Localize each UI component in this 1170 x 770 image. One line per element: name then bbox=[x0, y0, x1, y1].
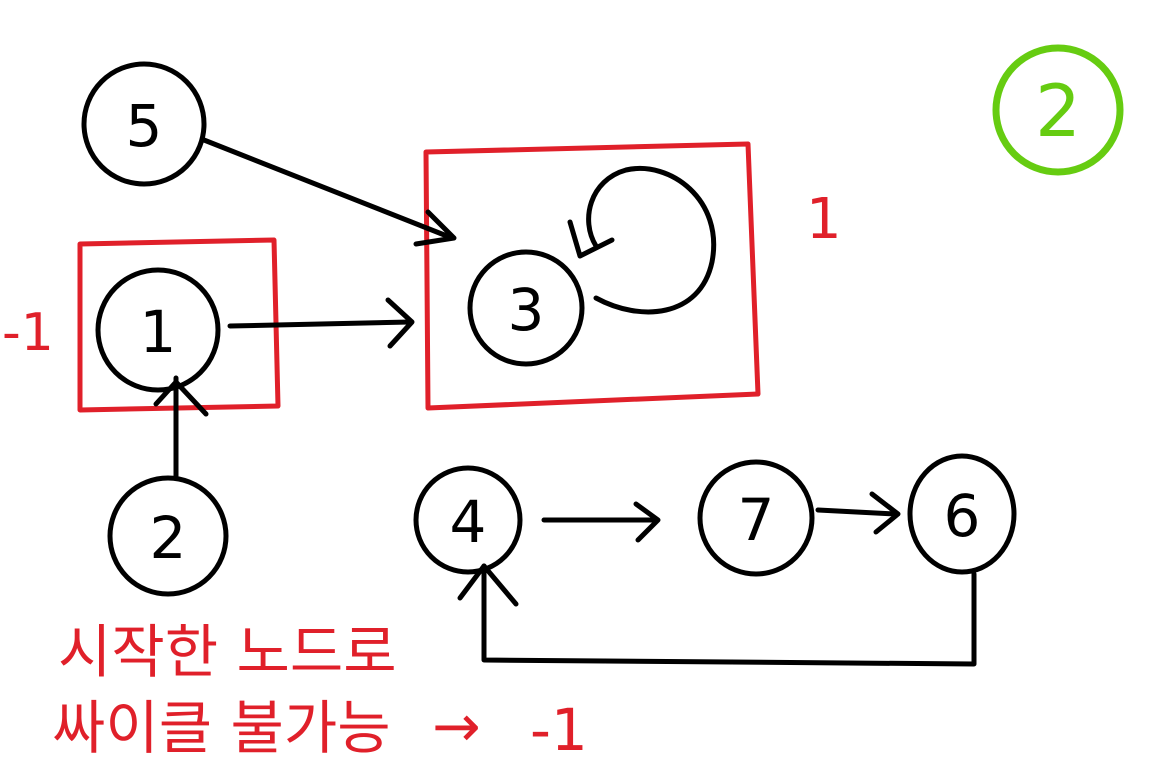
node-5: 5 bbox=[81, 61, 207, 187]
arrowhead-5-to-3 bbox=[413, 209, 457, 247]
node-1-label: 1 bbox=[140, 298, 177, 366]
node-1: 1 bbox=[95, 267, 221, 393]
annotation-left-value: -1 bbox=[2, 303, 54, 363]
node-5-label: 5 bbox=[126, 92, 163, 160]
node-2-label: 2 bbox=[150, 504, 187, 572]
highlight-box-node-1 bbox=[77, 237, 281, 413]
arrowhead-1-to-3 bbox=[385, 297, 415, 349]
badge-label: 2 bbox=[1035, 69, 1081, 153]
node-4-label: 4 bbox=[450, 488, 487, 556]
node-7: 7 bbox=[697, 459, 815, 577]
annotation-note-arrow: → bbox=[432, 692, 481, 760]
badge-green: 2 bbox=[992, 44, 1124, 176]
edge-5-to-3 bbox=[201, 137, 455, 241]
arrowhead-4-to-7 bbox=[633, 501, 661, 543]
edge-7-to-6 bbox=[815, 507, 899, 517]
node-7-label: 7 bbox=[738, 486, 775, 554]
node-3-label: 3 bbox=[508, 276, 545, 344]
arrowhead-3-self-loop bbox=[567, 219, 615, 259]
annotation-right-value: 1 bbox=[806, 187, 842, 252]
highlight-box-node-3 bbox=[423, 141, 761, 411]
edge-3-self-loop bbox=[586, 166, 717, 315]
edge-6-to-4 bbox=[481, 563, 977, 667]
node-6: 6 bbox=[907, 453, 1017, 575]
node-2: 2 bbox=[107, 475, 229, 597]
arrowhead-6-to-4 bbox=[457, 563, 519, 607]
edge-1-to-3 bbox=[227, 319, 413, 329]
annotation-note-result: -1 bbox=[530, 696, 588, 764]
annotation-note-line2: 싸이클 불가능 bbox=[52, 694, 391, 762]
node-3: 3 bbox=[467, 249, 585, 367]
node-6-label: 6 bbox=[944, 482, 981, 550]
arrowhead-7-to-6 bbox=[869, 491, 901, 535]
arrowhead-2-to-1 bbox=[153, 379, 209, 417]
node-4: 4 bbox=[413, 465, 523, 575]
annotation-note-line1: 시작한 노드로 bbox=[58, 618, 397, 686]
